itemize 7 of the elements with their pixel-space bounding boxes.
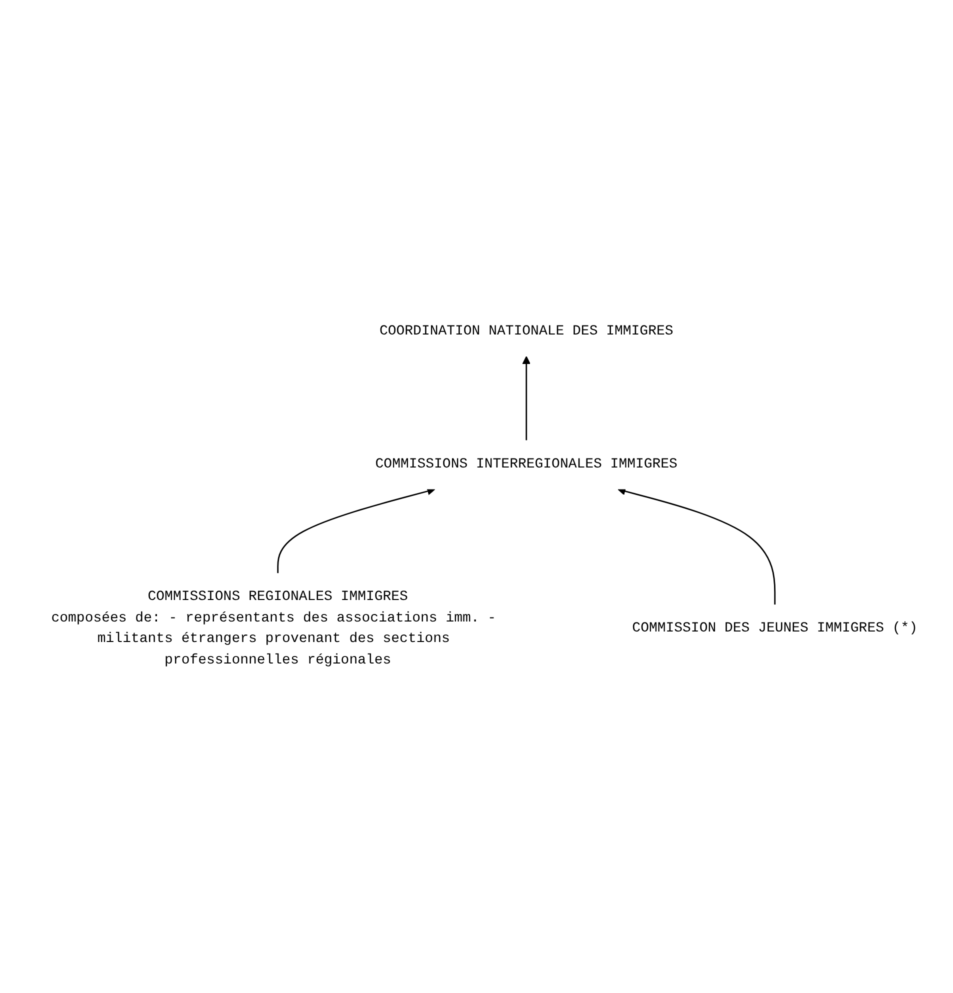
node-text: COMMISSIONS REGIONALES IMMIGRES composées de: - représentants des associations imm. - militants étrangers provenant des sections professionnelles régionales: [51, 589, 496, 668]
arrow: [618, 487, 776, 605]
arrow: [522, 356, 530, 441]
arrow: [277, 487, 436, 574]
node-text: COMMISSIONS INTERREGIONALES IMMIGRES: [375, 456, 678, 472]
node-text: COORDINATION NATIONALE DES IMMIGRES: [379, 324, 674, 340]
node-text: COMMISSION DES JEUNES IMMIGRES (*): [632, 620, 918, 637]
